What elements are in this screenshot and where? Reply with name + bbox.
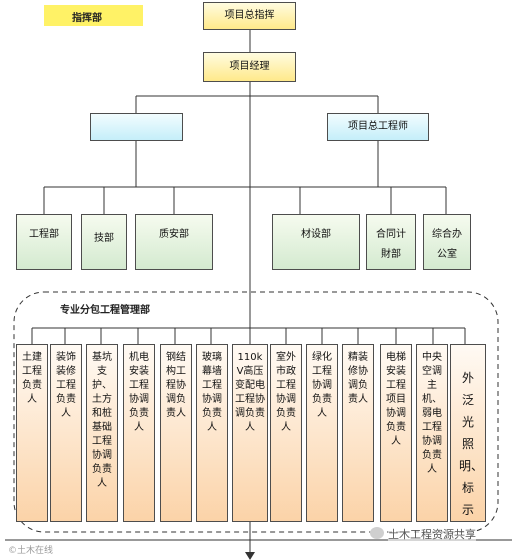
command-label-highlight — [44, 5, 143, 26]
department-contract-finance-label: 合同计財部 — [376, 229, 406, 260]
sub-mep: 机电安装工程协调负责人 — [123, 344, 155, 522]
sub-decoration: 装饰装修工程负责人 — [50, 344, 82, 522]
chief-engineer-label: 项目总工程师 — [348, 121, 408, 132]
subcontract-title: 专业分包工程管理部 — [60, 301, 150, 316]
sub-civil-label: 土建工程负责人 — [22, 352, 42, 405]
department-general-office: 综合办公室 — [423, 214, 471, 270]
department-quality-safety: 质安部 — [135, 214, 213, 270]
sub-fine-decoration-label: 精装修协调负责人 — [348, 352, 368, 405]
project-director-label: 项目总指挥 — [224, 10, 275, 21]
sub-steel: 钢结构工程协调负责人 — [160, 344, 192, 522]
sub-curtain-wall-label: 玻璃幕墙工程协调负责人 — [202, 352, 222, 433]
sub-hv-power: 110kV高压变配电工程协调负责人 — [232, 344, 268, 522]
sub-municipal: 室外市政工程协调负责人 — [270, 344, 302, 522]
sub-elevator: 电梯安装工程项目协调负责人 — [380, 344, 412, 522]
sub-decoration-label: 装饰装修工程负责人 — [56, 352, 76, 419]
watermark-right: 土木工程资源共享 — [388, 526, 476, 542]
sub-hvac-weak-current: 中央空调主机、弱电工程协调负责人 — [416, 344, 448, 522]
sub-civil: 土建工程负责人 — [16, 344, 48, 522]
project-manager-box: 项目经理 — [203, 52, 296, 82]
department-general-office-label: 综合办公室 — [432, 229, 462, 260]
sub-fine-decoration: 精装修协调负责人 — [342, 344, 374, 522]
department-engineering: 工程部 — [16, 214, 72, 270]
department-technical-label: 技部 — [94, 233, 114, 244]
department-technical: 技部 — [81, 214, 127, 270]
department-quality-safety-label: 质安部 — [159, 229, 189, 240]
sub-landscape: 绿化工程协调负责人 — [306, 344, 338, 522]
sub-elevator-label: 电梯安装工程项目协调负责人 — [386, 352, 406, 447]
department-materials: 材设部 — [272, 214, 360, 270]
command-label: 指挥部 — [72, 13, 102, 24]
sub-hvac-weak-current-label: 中央空调主机、弱电工程协调负责人 — [422, 352, 442, 475]
department-materials-label: 材设部 — [301, 229, 331, 240]
department-engineering-label: 工程部 — [29, 229, 59, 240]
project-manager-label: 项目经理 — [229, 61, 270, 72]
sub-landscape-label: 绿化工程协调负责人 — [312, 352, 332, 419]
chief-engineer-box: 项目总工程师 — [327, 113, 429, 141]
watermark-right-icon — [370, 527, 384, 539]
sub-lighting-signage: 外泛光照明、标示 — [450, 344, 486, 522]
sub-municipal-label: 室外市政工程协调负责人 — [276, 352, 296, 433]
department-contract-finance: 合同计財部 — [366, 214, 416, 270]
sub-mep-label: 机电安装工程协调负责人 — [129, 352, 149, 433]
sub-curtain-wall: 玻璃幕墙工程协调负责人 — [196, 344, 228, 522]
sub-foundation: 基坑支护、土方和桩基础工程协调负责人 — [86, 344, 118, 522]
sub-hv-power-label: 110kV高压变配电工程协调负责人 — [235, 352, 265, 433]
project-director-box: 项目总指挥 — [203, 2, 296, 30]
sub-lighting-signage-label: 外泛光照明、标示 — [459, 371, 484, 517]
blank-box — [90, 113, 183, 141]
sub-foundation-label: 基坑支护、土方和桩基础工程协调负责人 — [92, 352, 112, 489]
watermark-left: ©土木在线 — [8, 546, 54, 556]
sub-steel-label: 钢结构工程协调负责人 — [166, 352, 186, 419]
